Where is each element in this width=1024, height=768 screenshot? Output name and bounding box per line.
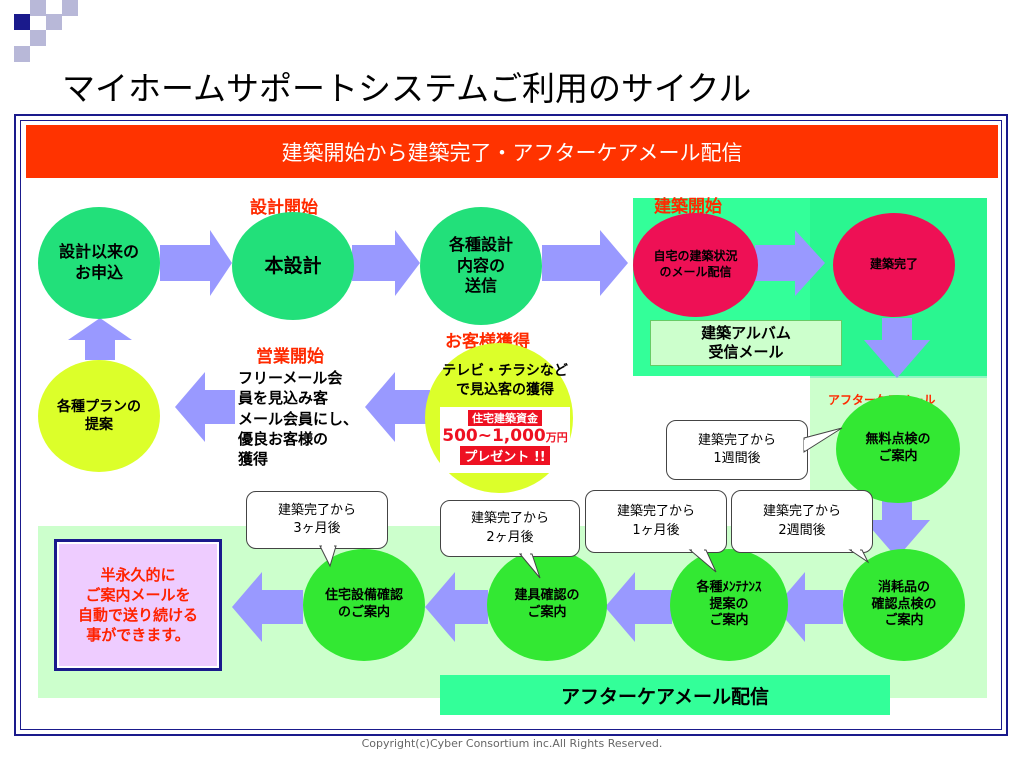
bubble-1-week: 建築完了から 1週間後 xyxy=(666,420,808,480)
aftercare-footer: アフターケアメール配信 xyxy=(440,675,890,715)
arrow-right-2 xyxy=(352,230,420,296)
diagram-frame-inner xyxy=(20,120,1002,730)
free-member-text: フリーメール会 員を見込み客 メール会員にし、 優良お客様の 獲得 xyxy=(238,369,359,468)
arrow-right-1 xyxy=(160,230,232,296)
node-complete: 建築完了 xyxy=(833,213,955,317)
node-equipment: 住宅設備確認 のご案内 xyxy=(303,549,425,661)
arrow-up-1 xyxy=(68,318,132,360)
banner: 建築開始から建築完了・アフターケアメール配信 xyxy=(26,125,998,178)
arrow-left-2 xyxy=(605,572,672,642)
arrow-left-4 xyxy=(232,572,303,642)
copyright: Copyright(c)Cyber Consortium inc.All Rig… xyxy=(361,737,663,750)
bubble-3-months: 建築完了から 3ヶ月後 xyxy=(246,491,388,549)
node-inquiry: 設計以来の お申込 xyxy=(38,207,160,319)
label-sales-start: 営業開始 xyxy=(256,347,324,367)
album-mail-box: 建築アルバム 受信メール xyxy=(650,320,842,366)
arrow-right-4 xyxy=(755,230,825,296)
arrow-left-1 xyxy=(775,572,843,642)
promo-line1: 住宅建築資金 xyxy=(468,410,542,426)
node-plan-proposal: 各種プランの 提案 xyxy=(38,360,160,472)
bubble-1-month: 建築完了から 1ヶ月後 xyxy=(585,490,727,553)
node-consumables: 消耗品の 確認点検の ご案内 xyxy=(843,549,965,661)
promo-badge: 住宅建築資金 500~1,000万円 プレゼント !! xyxy=(440,407,570,473)
bubble-2-weeks: 建築完了から 2週間後 xyxy=(731,490,873,553)
node-maintenance: 各種ﾒﾝﾃﾅﾝｽ 提案の ご案内 xyxy=(670,549,788,661)
node-fixtures: 建具確認の ご案内 xyxy=(487,549,607,661)
node-design: 本設計 xyxy=(232,212,354,320)
arrow-left-6 xyxy=(175,372,235,442)
node-send-spec: 各種設計 内容の 送信 xyxy=(420,207,542,325)
arrow-left-3 xyxy=(425,572,488,642)
diagram-frame xyxy=(14,114,1008,736)
label-construction-start: 建築開始 xyxy=(654,197,722,217)
arrow-down-1 xyxy=(864,318,930,378)
tv-flyer-text: テレビ・チラシなど で見込客の獲得 xyxy=(442,363,568,398)
permanent-box: 半永久的に ご案内メールを 自動で送り続ける 事ができます。 xyxy=(54,539,222,671)
promo-unit: 万円 xyxy=(545,431,568,444)
page-title: マイホームサポートシステムご利用のサイクル xyxy=(62,69,752,108)
arrow-left-5 xyxy=(365,372,430,442)
promo-amount: 500~1,000 xyxy=(442,426,546,446)
promo-line3: プレゼント !! xyxy=(460,446,550,466)
arrow-right-3 xyxy=(542,230,628,296)
bubble-2-months: 建築完了から 2ヶ月後 xyxy=(440,500,580,557)
arrow-down-2 xyxy=(864,500,930,558)
node-free-inspection: 無料点検の ご案内 xyxy=(836,395,960,503)
node-status-mail: 自宅の建築状況 のメール配信 xyxy=(633,213,758,317)
corner-decoration xyxy=(0,0,80,62)
